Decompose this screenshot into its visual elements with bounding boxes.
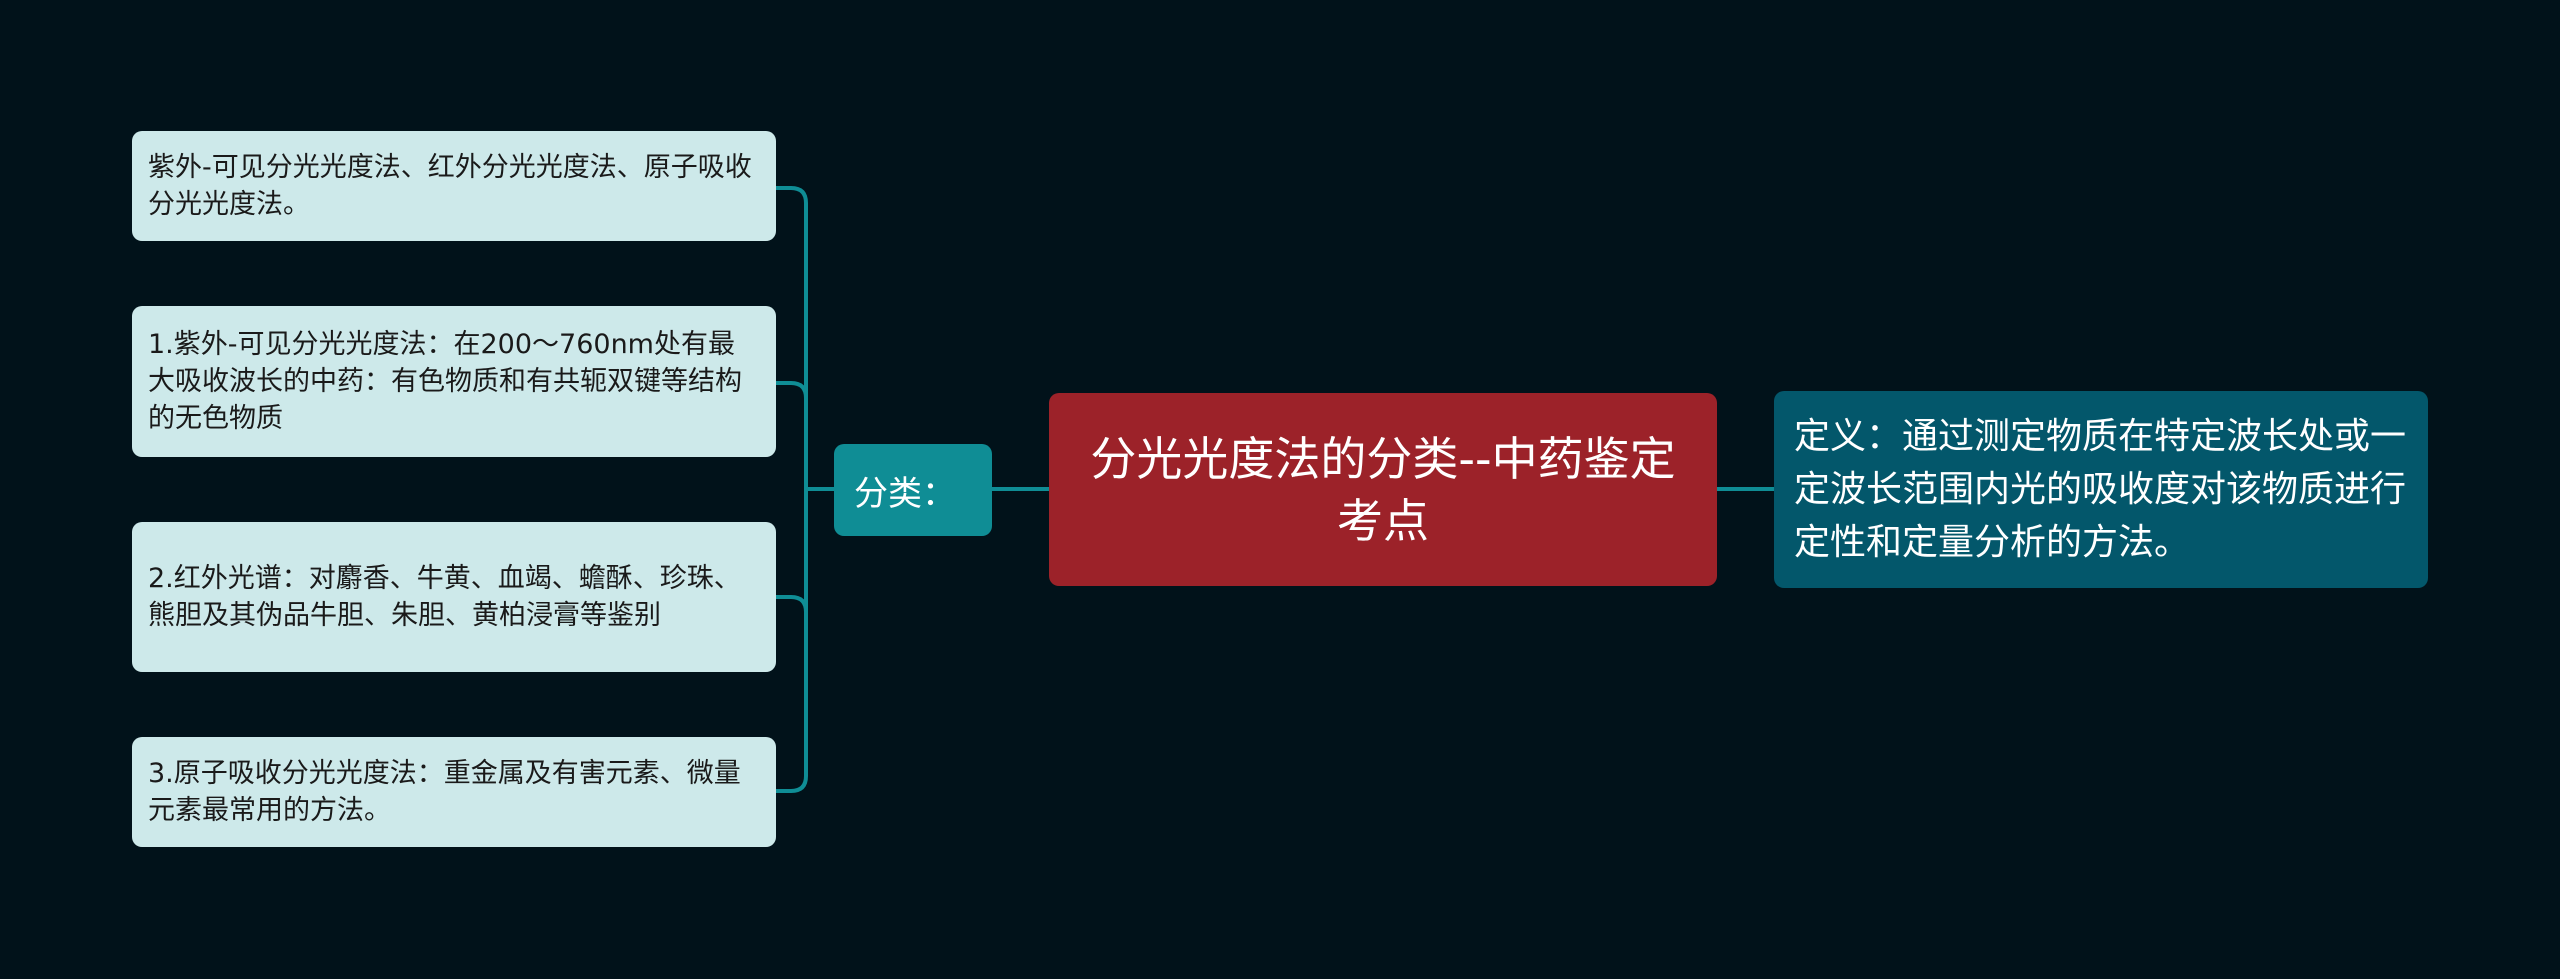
classification-branch-label: 分类：	[854, 473, 956, 514]
connector-leaf-3	[776, 489, 808, 613]
definition-text: 定义：通过测定物质在特定波长处或一定波长范围内光的吸收度对该物质进行定性和定量分…	[1794, 416, 2407, 563]
classification-branch-node[interactable]: 分类：	[834, 444, 992, 536]
classification-item-2[interactable]: 1.紫外-可见分光光度法：在200～760nm处有最大吸收波长的中药：有色物质和…	[132, 306, 776, 457]
classification-item-4[interactable]: 3.原子吸收分光光度法：重金属及有害元素、微量元素最常用的方法。	[132, 737, 776, 847]
classification-item-2-text: 1.紫外-可见分光光度法：在200～760nm处有最大吸收波长的中药：有色物质和…	[148, 329, 742, 434]
classification-item-1-text: 紫外-可见分光光度法、红外分光光度法、原子吸收分光光度法。	[148, 152, 752, 220]
classification-item-3[interactable]: 2.红外光谱：对麝香、牛黄、血竭、蟾酥、珍珠、熊胆及其伪品牛胆、朱胆、黄柏浸膏等…	[132, 522, 776, 672]
classification-item-1[interactable]: 紫外-可见分光光度法、红外分光光度法、原子吸收分光光度法。	[132, 131, 776, 241]
classification-item-4-text: 3.原子吸收分光光度法：重金属及有害元素、微量元素最常用的方法。	[148, 758, 741, 826]
definition-node[interactable]: 定义：通过测定物质在特定波长处或一定波长范围内光的吸收度对该物质进行定性和定量分…	[1774, 391, 2428, 588]
connector-leaf-2	[776, 381, 808, 489]
connector-leaf-1	[776, 186, 808, 489]
root-topic-node[interactable]: 分光光度法的分类--中药鉴定考点	[1049, 393, 1717, 586]
connector-leaf-4	[776, 489, 808, 793]
root-topic-label: 分光光度法的分类--中药鉴定考点	[1090, 431, 1676, 548]
classification-item-3-text: 2.红外光谱：对麝香、牛黄、血竭、蟾酥、珍珠、熊胆及其伪品牛胆、朱胆、黄柏浸膏等…	[148, 563, 741, 631]
